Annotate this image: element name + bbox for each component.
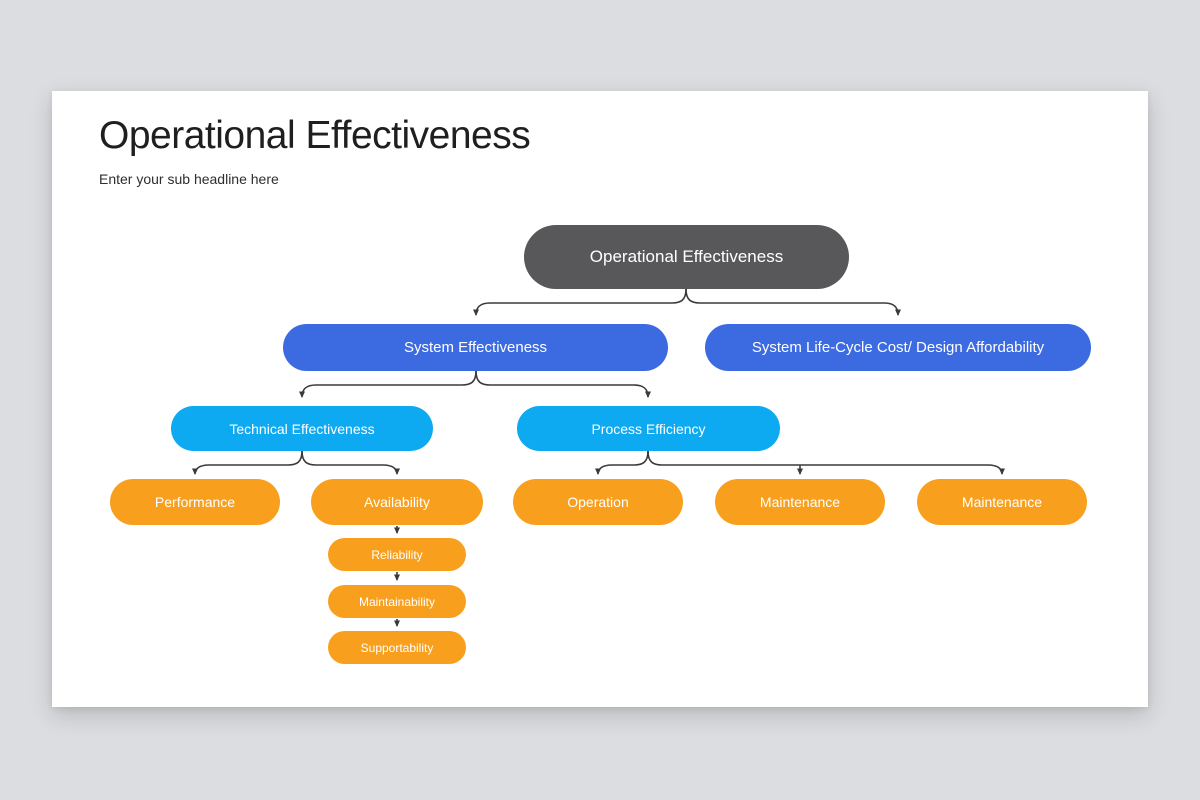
node-operation[interactable]: Operation (513, 479, 683, 525)
connector-system-to-technical (299, 370, 477, 398)
node-label: Maintenance (759, 494, 841, 510)
node-label: Performance (154, 494, 236, 510)
node-reliability[interactable]: Reliability (328, 538, 466, 571)
connector-root-to-life-cycle (685, 288, 901, 316)
connector-technical-to-availability (301, 450, 400, 475)
node-label: Process Efficiency (591, 420, 706, 437)
node-system-effectiveness[interactable]: System Effectiveness (283, 324, 668, 371)
connector-system-to-process (475, 370, 651, 398)
connector-process-to-operation (595, 450, 649, 475)
node-system-life-cycle-cost[interactable]: System Life-Cycle Cost/ Design Affordabi… (705, 324, 1091, 371)
node-availability[interactable]: Availability (311, 479, 483, 525)
node-label: System Life-Cycle Cost/ Design Affordabi… (751, 339, 1045, 356)
node-label: Operation (567, 494, 629, 510)
connector-technical-to-performance (192, 450, 303, 475)
connector-layer (192, 288, 1005, 627)
org-chart-diagram: Operational Effectiveness System Effecti… (52, 91, 1148, 707)
node-label: Supportability (360, 640, 434, 655)
node-label: Availability (364, 494, 430, 510)
node-label: Operational Effectiveness (589, 247, 784, 266)
node-label: Technical Effectiveness (229, 420, 375, 437)
node-label: Maintenance (961, 494, 1043, 510)
slide-title: Operational Effectiveness (99, 114, 531, 157)
node-label: System Effectiveness (403, 339, 548, 356)
node-operational-effectiveness[interactable]: Operational Effectiveness (524, 225, 849, 289)
node-maintenance-2[interactable]: Maintenance (917, 479, 1087, 525)
connector-root-to-system-effectiveness (473, 288, 687, 316)
node-maintainability[interactable]: Maintainability (328, 585, 466, 618)
node-technical-effectiveness[interactable]: Technical Effectiveness (171, 406, 433, 451)
node-maintenance-1[interactable]: Maintenance (715, 479, 885, 525)
slide-card: Operational Effectiveness Enter your sub… (52, 91, 1148, 707)
node-label: Reliability (371, 547, 423, 562)
node-process-efficiency[interactable]: Process Efficiency (517, 406, 780, 451)
node-performance[interactable]: Performance (110, 479, 280, 525)
node-supportability[interactable]: Supportability (328, 631, 466, 664)
connector-process-to-maintenance-2 (647, 450, 1005, 475)
slide-subtitle: Enter your sub headline here (99, 171, 279, 187)
node-label: Maintainability (358, 594, 436, 609)
